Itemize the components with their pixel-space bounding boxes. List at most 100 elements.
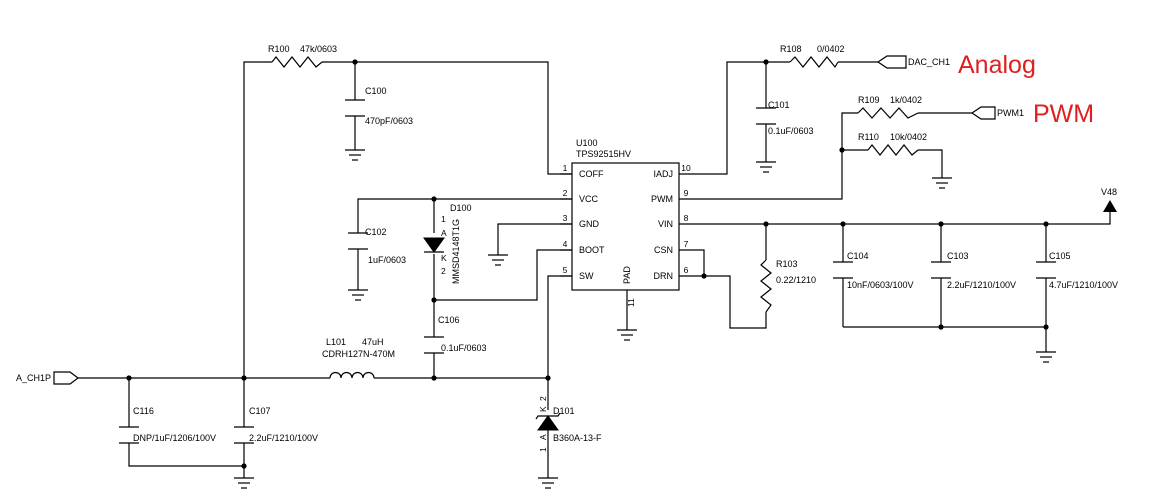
gnd-ic-pad bbox=[617, 329, 637, 341]
capacitor-c106: C106 0.1uF/0603 bbox=[424, 315, 487, 354]
pin-name-csn: CSN bbox=[654, 245, 673, 255]
capacitor-c101: C101 0.1uF/0603 bbox=[756, 100, 814, 136]
d101-cathode: K bbox=[538, 406, 548, 412]
gnd-d101 bbox=[538, 477, 558, 489]
c116-ref: C116 bbox=[133, 406, 154, 416]
c103-value: 2.2uF/1210/100V bbox=[947, 280, 1016, 290]
junction-dots bbox=[126, 59, 1049, 469]
pin-num-7: 7 bbox=[684, 239, 689, 249]
gnd-c101 bbox=[756, 161, 776, 173]
gnd-c100 bbox=[345, 149, 365, 161]
pin-num-6: 6 bbox=[684, 265, 689, 275]
capacitor-c102: C102 1uF/0603 bbox=[348, 227, 406, 265]
port-dac-ch1: DAC_CH1 bbox=[876, 55, 950, 69]
ground-symbols bbox=[234, 149, 1056, 489]
c101-ref: C101 bbox=[768, 100, 790, 110]
wires bbox=[78, 61, 1111, 478]
c106-value: 0.1uF/0603 bbox=[441, 343, 487, 353]
c103-ref: C103 bbox=[947, 251, 969, 261]
r108-ref: R108 bbox=[780, 44, 802, 54]
resistor-r109: R109 1k/0402 bbox=[857, 95, 922, 119]
c104-value: 10nF/0603/100V bbox=[847, 280, 914, 290]
a-ch1p-label: A_CH1P bbox=[16, 373, 51, 383]
c100-value: 470pF/0603 bbox=[365, 116, 413, 126]
r109-ref: R109 bbox=[858, 95, 880, 105]
r108-value: 0/0402 bbox=[817, 44, 845, 54]
pin-name-pad: PAD bbox=[622, 266, 632, 284]
r103-ref: R103 bbox=[776, 259, 798, 269]
r100-ref: R100 bbox=[268, 44, 290, 54]
port-a-ch1p: A_CH1P bbox=[16, 371, 79, 385]
d101-ref: D101 bbox=[553, 406, 575, 416]
gnd-r110 bbox=[932, 177, 952, 189]
capacitor-c116: C116 DNP/1uF/1206/100V bbox=[119, 406, 216, 444]
resistor-r100: R100 47k/0603 bbox=[268, 44, 337, 68]
d100-cathode: K bbox=[441, 253, 447, 263]
d101-anode: A bbox=[538, 434, 548, 440]
r109-value: 1k/0402 bbox=[890, 95, 922, 105]
capacitor-c100: C100 470pF/0603 bbox=[345, 86, 413, 126]
pin-num-1: 1 bbox=[563, 163, 568, 173]
dac-ch1-label: DAC_CH1 bbox=[908, 57, 950, 67]
gnd-c102 bbox=[348, 289, 368, 301]
pin-name-boot: BOOT bbox=[579, 245, 605, 255]
gnd-c107 bbox=[234, 477, 254, 489]
d100-part: MMSD4148T1G bbox=[451, 219, 461, 284]
c101-value: 0.1uF/0603 bbox=[768, 126, 814, 136]
ic-ref: U100 bbox=[576, 138, 598, 148]
pin-name-pwm: PWM bbox=[651, 194, 673, 204]
diode-d100: D100 1 A K 2 MMSD4148T1G bbox=[423, 203, 472, 284]
r100-value: 47k/0603 bbox=[300, 44, 337, 54]
pin-name-sw: SW bbox=[579, 271, 594, 281]
pwm1-label: PWM1 bbox=[997, 108, 1024, 118]
annotation-pwm: PWM bbox=[1033, 100, 1094, 128]
c102-ref: C102 bbox=[365, 227, 387, 237]
pin-name-drn: DRN bbox=[654, 271, 674, 281]
ic-part: TPS92515HV bbox=[576, 149, 631, 159]
annotation-analog: Analog bbox=[958, 51, 1036, 79]
power-v48: V48 bbox=[1101, 187, 1117, 212]
pin-num-8: 8 bbox=[684, 213, 689, 223]
c105-value: 4.7uF/1210/100V bbox=[1049, 280, 1118, 290]
pin-name-vcc: VCC bbox=[579, 194, 599, 204]
ic-u100: U100 TPS92515HV 1 2 3 4 5 COFF VCC GND B… bbox=[560, 138, 691, 307]
pin-name-iadj: IADJ bbox=[653, 169, 673, 179]
r110-value: 10k/0402 bbox=[890, 132, 927, 142]
pin-name-vin: VIN bbox=[658, 219, 673, 229]
pin-name-gnd: GND bbox=[579, 219, 600, 229]
resistor-r103: R103 0.22/1210 bbox=[760, 259, 816, 313]
pin-num-9: 9 bbox=[684, 188, 689, 198]
capacitor-c104: C104 10nF/0603/100V bbox=[833, 251, 914, 290]
c106-ref: C106 bbox=[438, 315, 460, 325]
pin-num-3: 3 bbox=[563, 213, 568, 223]
gnd-vin-caps bbox=[1036, 351, 1056, 363]
diode-d101: D101 B360A-13-F 2 K A 1 bbox=[535, 396, 602, 452]
c104-ref: C104 bbox=[847, 251, 869, 261]
c102-value: 1uF/0603 bbox=[368, 255, 406, 265]
pin-num-5: 5 bbox=[563, 265, 568, 275]
capacitor-c107: C107 2.2uF/1210/100V bbox=[234, 406, 318, 444]
resistor-r110: R110 10k/0402 bbox=[858, 132, 927, 156]
l101-part: CDRH127N-470M bbox=[322, 349, 395, 359]
d100-ref: D100 bbox=[450, 203, 472, 213]
d101-pin2: 2 bbox=[538, 396, 548, 401]
d100-pin1: 1 bbox=[441, 214, 446, 224]
capacitor-c105: C105 4.7uF/1210/100V bbox=[1036, 251, 1118, 290]
pin-name-coff: COFF bbox=[579, 169, 604, 179]
capacitor-c103: C103 2.2uF/1210/100V bbox=[931, 251, 1016, 290]
d100-anode: A bbox=[441, 228, 447, 238]
pin-num-2: 2 bbox=[563, 188, 568, 198]
c105-ref: C105 bbox=[1049, 251, 1071, 261]
c107-value: 2.2uF/1210/100V bbox=[249, 433, 318, 443]
l101-ref: L101 bbox=[326, 337, 346, 347]
resistor-r108: R108 0/0402 bbox=[780, 44, 845, 69]
v48-label: V48 bbox=[1101, 187, 1117, 197]
inductor-l101: L101 47uH CDRH127N-470M bbox=[322, 337, 395, 379]
d101-part: B360A-13-F bbox=[553, 433, 602, 443]
c116-value: DNP/1uF/1206/100V bbox=[133, 433, 216, 443]
port-pwm1: PWM1 bbox=[970, 106, 1024, 120]
d101-pin1: 1 bbox=[538, 447, 548, 452]
r103-value: 0.22/1210 bbox=[776, 275, 816, 285]
pin-num-11: 11 bbox=[626, 298, 636, 307]
